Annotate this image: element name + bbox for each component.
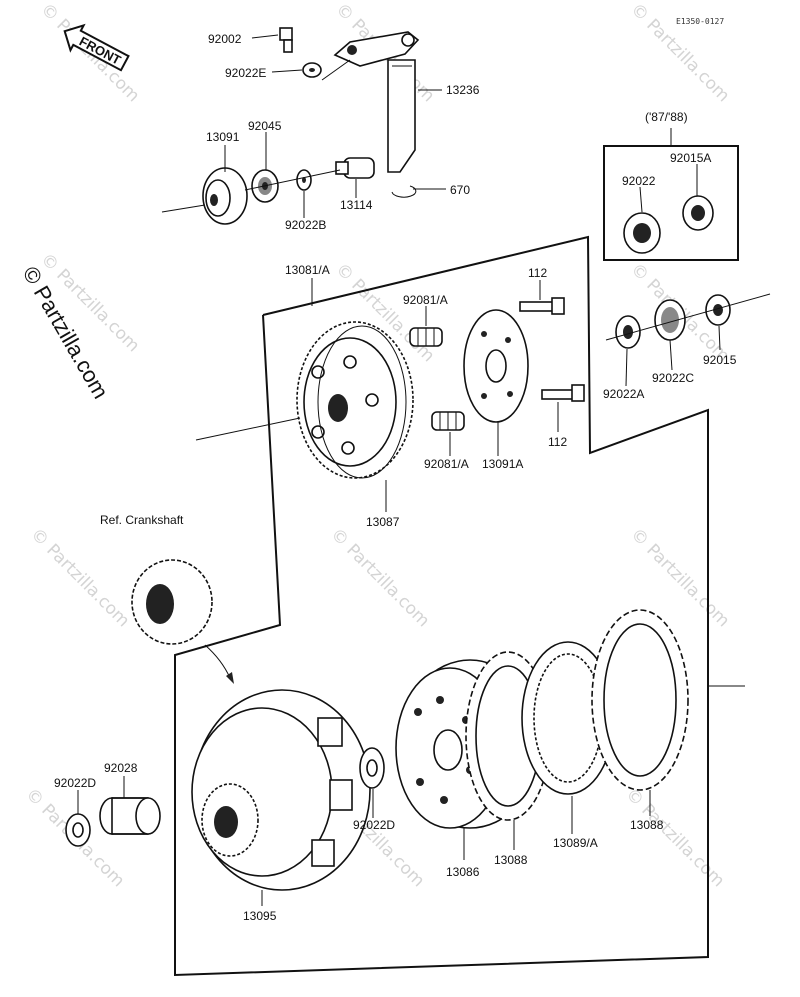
watermark: © Partzilla.com — [26, 524, 133, 631]
part-label-92081a-top: 92081/A — [403, 293, 448, 307]
part-label-92002: 92002 — [208, 32, 242, 46]
shaft-13236-icon — [387, 59, 416, 173]
part-label-92022: 92022 — [622, 174, 656, 188]
part-label-13236: 13236 — [446, 83, 480, 97]
part-label-92028: 92028 — [104, 761, 138, 775]
part-label-92045: 92045 — [248, 119, 282, 133]
part-label-13088-left: 13088 — [494, 853, 528, 867]
oring-13087-icon — [317, 325, 407, 479]
nut-92015a-icon — [682, 195, 714, 231]
part-label-13095: 13095 — [243, 909, 277, 923]
part-label-92081a-bottom: 92081/A — [424, 457, 469, 471]
nut-92015-icon — [705, 294, 731, 326]
washer-92022a-icon — [615, 315, 641, 349]
part-label-13081a: 13081/A — [285, 263, 330, 277]
watermark: © Partzilla.com — [626, 0, 733, 106]
pin-13114-icon — [335, 157, 375, 179]
part-label-13089a: 13089/A — [553, 836, 598, 850]
collar-92028-icon — [99, 797, 161, 835]
arrow-icon — [204, 644, 231, 679]
primary-gear-13081a-icon — [296, 321, 414, 479]
part-label-13086: 13086 — [446, 865, 480, 879]
part-label-13088-right: 13088 — [630, 818, 664, 832]
crankshaft-gear-icon — [131, 559, 213, 645]
watermark: © Partzilla.com — [326, 524, 433, 631]
part-label-92022e: 92022E — [225, 66, 266, 80]
part-label-13114: 13114 — [340, 198, 373, 212]
part-label-92022a: 92022A — [603, 387, 644, 401]
shift-lever-icon — [333, 31, 420, 67]
part-label-92015: 92015 — [703, 353, 737, 367]
spring-92081a-icon — [431, 411, 465, 431]
washer-92022d-icon — [359, 747, 385, 789]
circlip-670-icon — [391, 185, 417, 198]
washer-92022c-icon — [654, 299, 686, 341]
part-label-112-top: 112 — [528, 266, 547, 280]
group-outline — [174, 235, 709, 977]
part-label-92022b: 92022B — [285, 218, 326, 232]
cover-13091-icon — [202, 167, 248, 225]
bolt-112-icon — [519, 297, 565, 315]
bolt-92002-icon — [279, 27, 293, 53]
reference-code: E1350-0127 — [676, 17, 724, 26]
bolt-112-icon — [541, 384, 585, 402]
part-label-112-bottom: 112 — [548, 435, 567, 449]
steel-plate-13089a-icon — [521, 641, 615, 795]
clutch-housing-13095-icon — [191, 689, 371, 891]
part-label-92022c: 92022C — [652, 371, 694, 385]
part-label-13091: 13091 — [206, 130, 240, 144]
part-label-13087: 13087 — [366, 515, 400, 529]
part-label-92022d-left: 92022D — [54, 776, 96, 790]
plate-13091a-icon — [463, 309, 529, 423]
year-box-label: ('87/'88) — [645, 110, 688, 124]
part-label-92022d-right: 92022D — [353, 818, 395, 832]
washer-92022d-icon — [65, 813, 91, 847]
part-label-670: 670 — [450, 183, 470, 197]
part-label-92015a: 92015A — [670, 151, 711, 165]
part-label-13091a: 13091A — [482, 457, 523, 471]
washer-92022-icon — [623, 212, 661, 254]
watermark: © Partzilla.com — [621, 784, 728, 891]
leader-lines — [77, 34, 721, 906]
friction-plate-13088-icon — [591, 609, 689, 791]
crankshaft-ref-label: Ref. Crankshaft — [100, 513, 184, 527]
spring-92081a-icon — [409, 327, 443, 347]
